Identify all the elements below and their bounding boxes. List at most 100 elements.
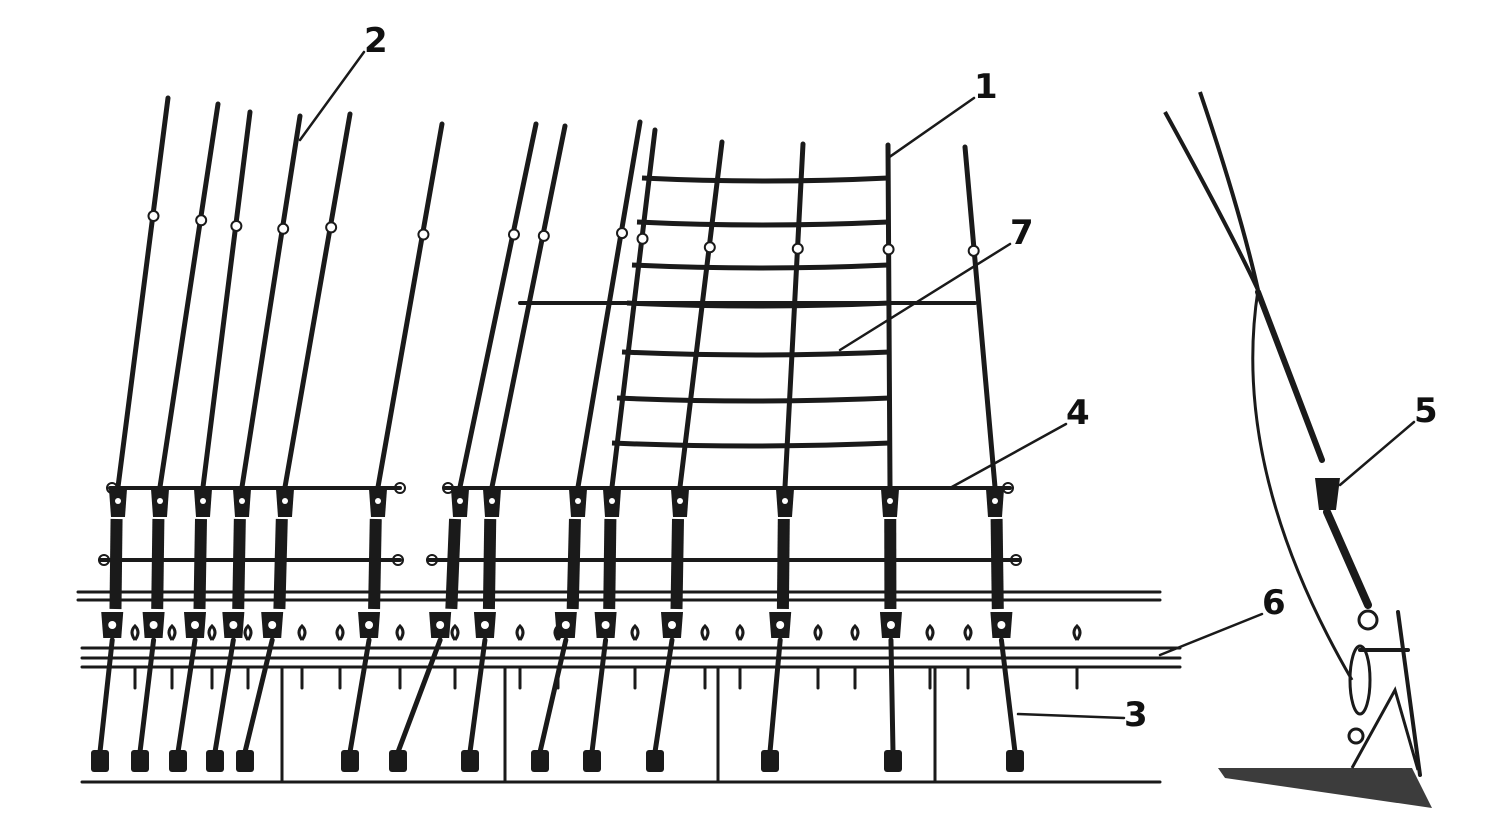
deadeye-hole: [191, 621, 199, 629]
chain-plate: [97, 637, 115, 755]
belaying-pin: [450, 623, 460, 641]
chain-bolt: [91, 750, 109, 772]
chain-plate: [347, 637, 372, 755]
shroud-twist: [679, 141, 723, 488]
seizing: [967, 244, 980, 257]
side-deadeye-upper: [1315, 478, 1340, 510]
side-belaying-pin: [1396, 610, 1422, 777]
chain-plate: [652, 637, 675, 755]
leader-line: [1158, 612, 1264, 657]
shroud: [389, 121, 539, 772]
belaying-pin: [630, 623, 640, 641]
seizing: [277, 222, 290, 235]
deadeye-hole: [886, 621, 895, 629]
shrouds: [91, 95, 1024, 772]
seizing: [325, 221, 338, 234]
chain-bolt: [531, 750, 549, 772]
chain-bolt: [761, 750, 779, 772]
pole-end: [1010, 554, 1022, 566]
belaying-pin: [850, 623, 860, 641]
leader-line: [1016, 712, 1126, 720]
chain-plate: [537, 637, 569, 755]
pole-end: [394, 482, 406, 494]
seizing: [616, 227, 629, 240]
side-deadeye-lower: [1357, 609, 1379, 631]
belaying-pin: [515, 623, 525, 641]
deadeye-hole: [992, 498, 998, 504]
seizing: [147, 210, 160, 223]
ratline: [616, 395, 892, 404]
callout-4: 4: [1066, 393, 1090, 433]
chain-plate: [467, 637, 488, 755]
callout-7: 7: [1010, 213, 1034, 253]
seizing: [230, 219, 243, 232]
chain-bolt: [236, 750, 254, 772]
lanyard: [232, 518, 246, 610]
deadeye-hole: [436, 621, 445, 629]
seizing: [507, 228, 520, 241]
shroud: [879, 142, 902, 772]
deadeye-hole: [561, 621, 570, 629]
rails: [76, 482, 1182, 784]
callout-2: 2: [364, 21, 388, 61]
side-running-line: [1251, 289, 1354, 681]
belaying-pin: [167, 623, 177, 641]
ratline: [611, 440, 892, 449]
belaying-pin: [297, 623, 307, 641]
shroud: [461, 123, 568, 772]
side-bracket: [1350, 686, 1420, 771]
shroud-twist: [887, 144, 891, 488]
leader-line: [1338, 420, 1416, 487]
belaying-pin: [395, 623, 405, 641]
shroud: [341, 121, 445, 772]
callouts: 2 1 7 4 5 6 3: [298, 21, 1438, 735]
belaying-pin: [1072, 623, 1082, 641]
ratline: [641, 175, 889, 184]
belaying-pin: [735, 623, 745, 641]
seizing: [703, 241, 716, 254]
lanyard: [273, 518, 288, 610]
chain-bolt: [131, 750, 149, 772]
chain-bolt: [646, 750, 664, 772]
belaying-pin: [243, 623, 253, 641]
shroud: [169, 109, 253, 772]
belaying-pin: [963, 623, 973, 641]
chain-plate: [589, 637, 609, 755]
shroud-twist: [241, 115, 301, 488]
lanyard: [776, 518, 790, 610]
side-shroud-outer: [1163, 111, 1260, 291]
chain-plate: [395, 637, 443, 755]
shroud-twist: [964, 146, 996, 488]
shroud-twist: [159, 103, 219, 488]
pole-end: [98, 554, 110, 566]
chain-plate: [175, 637, 198, 755]
deadeye-hole: [268, 621, 277, 629]
lanyard: [566, 518, 581, 610]
seizing: [417, 228, 430, 241]
seizing: [636, 232, 649, 245]
shroud-twist: [284, 113, 351, 488]
ratline: [621, 349, 892, 358]
deadeye-hole: [782, 498, 788, 504]
ratline: [631, 262, 889, 271]
deadeye-hole: [200, 498, 206, 504]
lanyard: [482, 518, 497, 610]
seizing: [791, 242, 804, 255]
ratline: [636, 219, 889, 228]
belaying-pin: [700, 623, 710, 641]
shroud-twist: [491, 125, 566, 488]
callout-3: 3: [1124, 695, 1148, 735]
chain-plate: [888, 637, 896, 755]
seizing: [195, 214, 208, 227]
belaying-pin: [207, 623, 217, 641]
belaying-pin: [925, 623, 935, 641]
lanyard: [990, 518, 1004, 610]
leader-lines: [298, 50, 1416, 720]
shroud: [646, 139, 725, 772]
lanyard: [603, 518, 617, 610]
deadeye-hole: [365, 621, 374, 629]
chain-bolt: [206, 750, 224, 772]
seizing: [882, 243, 895, 256]
shroud: [583, 127, 658, 772]
